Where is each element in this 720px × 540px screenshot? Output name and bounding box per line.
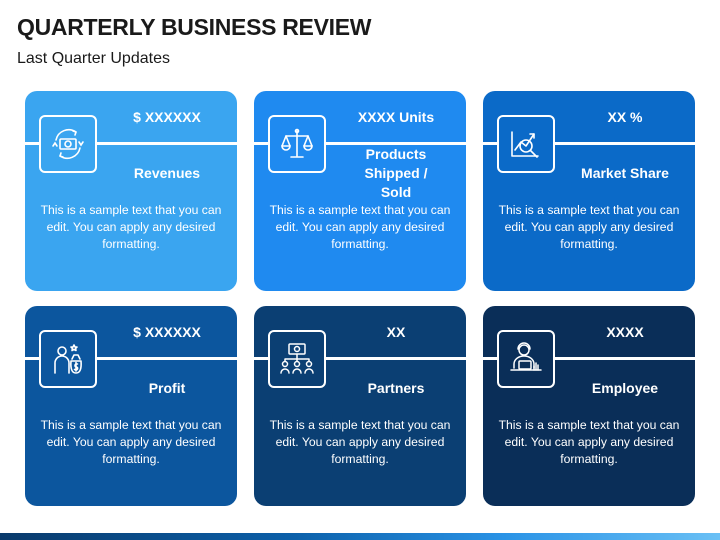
card-description: This is a sample text that you can edit.…	[269, 418, 451, 466]
card-value: XX %	[607, 109, 643, 125]
card-partners: XX Partners This is a sample text that y…	[254, 306, 466, 506]
card-description: This is a sample text that you can edit.…	[40, 203, 222, 251]
card-value: $ XXXXXX	[133, 324, 201, 340]
card-label: Profit	[148, 379, 186, 396]
card-profit: $ XXXXXX Profit This is a sample text th…	[25, 306, 237, 506]
employee-laptop-icon	[497, 330, 555, 388]
card-divider	[483, 142, 695, 145]
card-label: Revenues	[133, 164, 201, 181]
page-subtitle: Last Quarter Updates	[17, 50, 170, 67]
card-divider	[25, 142, 237, 145]
partners-network-icon	[268, 330, 326, 388]
profit-person-icon	[39, 330, 97, 388]
money-cycle-icon	[39, 115, 97, 173]
card-description: This is a sample text that you can edit.…	[498, 203, 680, 251]
card-label: Partners	[367, 379, 425, 396]
card-employee: XXXX Employee This is a sample text that…	[483, 306, 695, 506]
card-divider	[483, 357, 695, 360]
card-value: $ XXXXXX	[133, 109, 201, 125]
card-revenues: $ XXXXXX Revenues This is a sample text …	[25, 91, 237, 291]
card-description: This is a sample text that you can edit.…	[40, 418, 222, 466]
card-divider	[254, 357, 466, 360]
card-label: Market Share	[581, 164, 669, 181]
card-value: XXXX Units	[357, 109, 435, 125]
card-description: This is a sample text that you can edit.…	[498, 418, 680, 466]
page-title: QUARTERLY BUSINESS REVIEW	[17, 14, 372, 40]
card-divider	[254, 142, 466, 145]
card-label: Products Shipped / Sold	[364, 145, 428, 200]
chart-analysis-icon	[497, 115, 555, 173]
bottom-accent-bar	[0, 533, 720, 540]
card-value: XXXX	[606, 324, 644, 340]
card-market-share: XX % Market Share This is a sample text …	[483, 91, 695, 291]
card-description: This is a sample text that you can edit.…	[269, 203, 451, 251]
card-value: XX	[386, 324, 406, 340]
card-products-shipped: XXXX Units Products Shipped / Sold This …	[254, 91, 466, 291]
card-divider	[25, 357, 237, 360]
balance-scale-icon	[268, 115, 326, 173]
card-label: Employee	[591, 379, 659, 396]
